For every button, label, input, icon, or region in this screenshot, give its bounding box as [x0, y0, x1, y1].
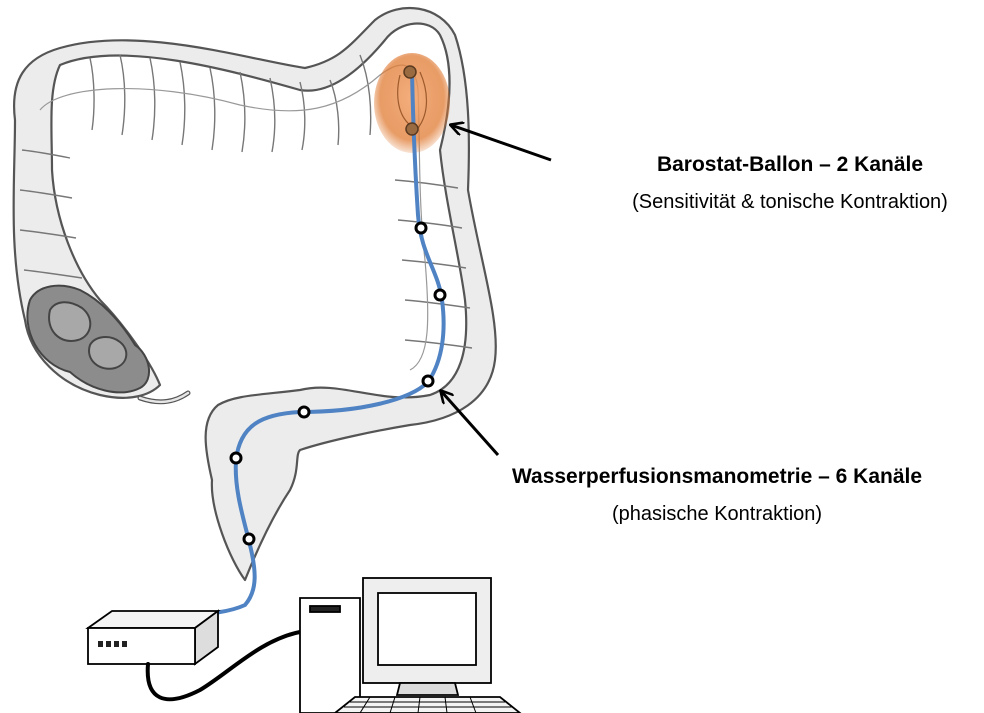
perfusion-channel-1 — [416, 223, 426, 233]
desktop-computer — [300, 578, 520, 713]
computer-tower — [300, 598, 360, 713]
computer-screen — [378, 593, 476, 665]
perfusion-channel-2 — [435, 290, 445, 300]
barostat-label-subtitle: (Sensitivität & tonische Kontraktion) — [600, 191, 980, 214]
perfusion-label: Wasserperfusionsmanometrie – 6 Kanäle (p… — [452, 465, 982, 526]
catheter-line — [180, 70, 444, 616]
barostat-label-title: Barostat-Ballon – 2 Kanäle — [600, 153, 980, 177]
perfusion-label-subtitle: (phasische Kontraktion) — [452, 503, 982, 526]
perfusion-pump-box — [88, 611, 218, 664]
perfusion-channel-4 — [299, 407, 309, 417]
perfusion-channel-6 — [244, 534, 254, 544]
perfusion-label-title: Wasserperfusionsmanometrie – 6 Kanäle — [452, 465, 982, 489]
balloon-channel-1 — [404, 66, 416, 78]
balloon-channel-2 — [406, 123, 418, 135]
barostat-label: Barostat-Ballon – 2 Kanäle (Sensitivität… — [600, 153, 980, 214]
computer-keyboard — [335, 697, 520, 713]
perfusion-channel-5 — [231, 453, 241, 463]
perfusion-channel-3 — [423, 376, 433, 386]
cecum-contents — [27, 286, 149, 393]
